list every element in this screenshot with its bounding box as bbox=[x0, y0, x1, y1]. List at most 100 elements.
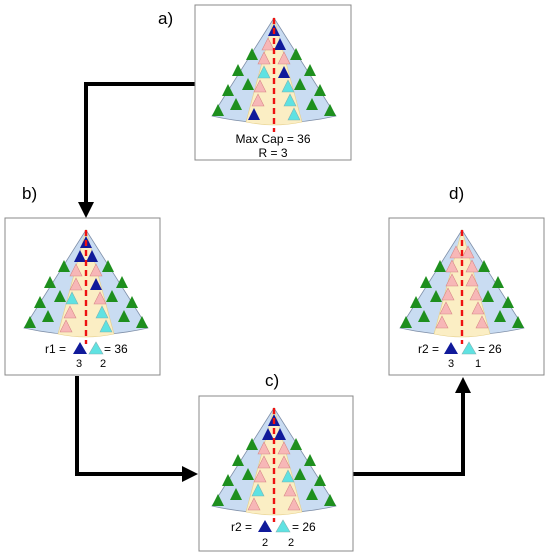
green-marker bbox=[246, 48, 258, 60]
green-marker bbox=[314, 474, 326, 486]
light-blue-marker bbox=[257, 65, 271, 79]
green-marker bbox=[512, 316, 524, 328]
equation-prefix-b: r1 = bbox=[45, 342, 67, 356]
green-marker bbox=[212, 494, 224, 506]
pink-marker bbox=[253, 79, 267, 93]
dark-blue-marker bbox=[74, 250, 86, 262]
pink-marker bbox=[251, 93, 265, 107]
green-marker bbox=[434, 260, 446, 272]
green-marker bbox=[400, 316, 412, 328]
legend-dark-triangle-b bbox=[73, 342, 87, 354]
pink-marker bbox=[277, 51, 291, 65]
green-marker bbox=[44, 276, 56, 288]
arrow-c-to-d bbox=[352, 377, 471, 476]
green-marker bbox=[324, 104, 336, 116]
green-marker bbox=[232, 454, 244, 466]
green-marker bbox=[24, 316, 36, 328]
pink-marker bbox=[253, 469, 267, 483]
pink-marker bbox=[69, 263, 83, 277]
count-dark-d: 3 bbox=[448, 358, 455, 370]
r-value-text: R = 3 bbox=[258, 146, 288, 160]
pink-marker bbox=[439, 301, 453, 315]
dark-blue-marker bbox=[90, 278, 102, 290]
green-marker bbox=[294, 468, 306, 480]
light-blue-marker bbox=[281, 79, 295, 93]
green-marker bbox=[430, 290, 442, 302]
pink-marker bbox=[475, 315, 489, 329]
green-marker bbox=[34, 296, 46, 308]
green-marker bbox=[116, 276, 128, 288]
light-blue-marker bbox=[283, 93, 297, 107]
panel-b-cone bbox=[23, 228, 149, 344]
light-blue-marker bbox=[65, 291, 79, 305]
panel-a-cone bbox=[211, 16, 337, 132]
green-marker bbox=[418, 310, 430, 322]
green-marker bbox=[242, 78, 254, 90]
green-marker bbox=[502, 296, 514, 308]
pink-marker bbox=[445, 259, 459, 273]
pink-marker bbox=[277, 455, 291, 469]
green-marker bbox=[232, 64, 244, 76]
green-marker bbox=[306, 98, 318, 110]
green-marker bbox=[222, 84, 234, 96]
equation-suffix-d: = 26 bbox=[478, 342, 502, 356]
pink-marker bbox=[257, 455, 271, 469]
count-dark-c: 2 bbox=[262, 537, 269, 549]
pink-marker bbox=[261, 37, 275, 51]
panel-label-c: c) bbox=[265, 371, 280, 390]
pink-marker bbox=[257, 51, 271, 65]
green-marker bbox=[304, 64, 316, 76]
pink-marker bbox=[247, 497, 261, 511]
dark-blue-marker bbox=[274, 38, 286, 50]
dark-blue-marker bbox=[86, 250, 98, 262]
green-marker bbox=[106, 290, 118, 302]
green-marker bbox=[482, 290, 494, 302]
green-marker bbox=[242, 468, 254, 480]
legend-light-triangle-c bbox=[275, 519, 291, 533]
green-marker bbox=[494, 310, 506, 322]
green-marker bbox=[230, 488, 242, 500]
pink-marker bbox=[69, 277, 83, 291]
panel-label-b: b) bbox=[22, 184, 38, 203]
green-marker bbox=[304, 454, 316, 466]
pink-marker bbox=[465, 259, 479, 273]
green-marker bbox=[222, 474, 234, 486]
green-marker bbox=[290, 438, 302, 450]
count-light-b: 2 bbox=[100, 358, 107, 370]
light-blue-marker bbox=[95, 305, 109, 319]
dark-blue-marker bbox=[278, 66, 290, 78]
light-blue-marker bbox=[99, 319, 113, 333]
green-marker bbox=[54, 290, 66, 302]
pink-marker bbox=[471, 301, 485, 315]
dark-blue-marker bbox=[262, 428, 274, 440]
count-dark-b: 3 bbox=[76, 358, 83, 370]
green-marker bbox=[324, 494, 336, 506]
light-blue-marker bbox=[251, 483, 265, 497]
green-marker bbox=[246, 438, 258, 450]
legend-light-triangle-b bbox=[88, 341, 104, 355]
pink-marker bbox=[435, 315, 449, 329]
green-marker bbox=[290, 48, 302, 60]
equation-suffix-b: = 36 bbox=[104, 342, 128, 356]
green-marker bbox=[492, 276, 504, 288]
pink-marker bbox=[89, 263, 103, 277]
legend-dark-triangle-d bbox=[444, 342, 458, 354]
pink-marker bbox=[441, 287, 455, 301]
equation-suffix-c: = 26 bbox=[292, 520, 316, 534]
pink-marker bbox=[287, 497, 301, 511]
dark-blue-marker bbox=[248, 108, 260, 120]
equation-prefix-d: r2 = bbox=[418, 342, 440, 356]
green-marker bbox=[212, 104, 224, 116]
arrow-b-to-c bbox=[75, 376, 198, 482]
green-marker bbox=[306, 488, 318, 500]
panel-d-cone bbox=[399, 228, 525, 344]
max-cap-text: Max Cap = 36 bbox=[235, 132, 311, 146]
pink-marker bbox=[465, 273, 479, 287]
green-marker bbox=[410, 296, 422, 308]
pink-marker bbox=[283, 483, 297, 497]
pink-marker bbox=[461, 245, 475, 259]
green-marker bbox=[118, 310, 130, 322]
green-marker bbox=[230, 98, 242, 110]
panel-label-d: d) bbox=[449, 184, 465, 203]
